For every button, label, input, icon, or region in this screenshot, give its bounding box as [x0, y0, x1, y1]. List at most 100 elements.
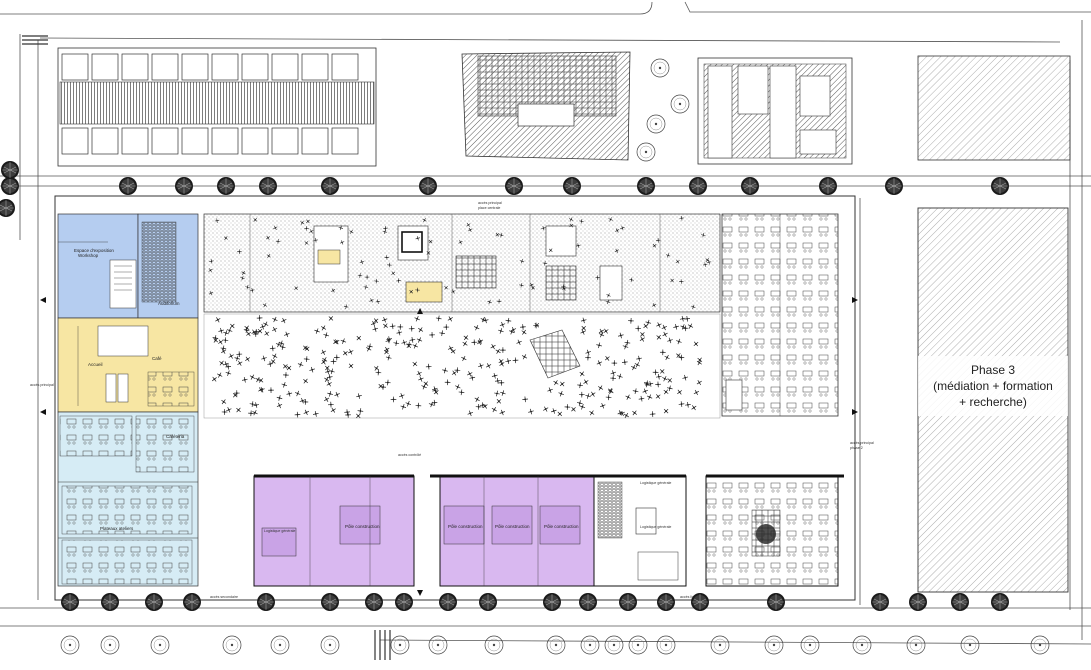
- tree-icon: [118, 176, 138, 196]
- tree-icon: [394, 592, 414, 612]
- tree-icon: [670, 94, 690, 114]
- north-hatched-block: [697, 57, 853, 165]
- tree-icon: [990, 592, 1010, 612]
- access-phase2: phase 2: [850, 446, 863, 450]
- tree-icon: [542, 592, 562, 612]
- tree-icon: [100, 592, 120, 612]
- access-principal-west: accès principal: [30, 383, 54, 387]
- phase3-area: Phase 3 (médiation + formation + recherc…: [917, 207, 1069, 593]
- tree-icon: [562, 176, 582, 196]
- tree-icon: [60, 592, 80, 612]
- north-grid-block: [461, 51, 631, 161]
- tree-icon: [740, 176, 760, 196]
- tree-icon: [100, 635, 120, 655]
- access-arrows: [40, 297, 858, 596]
- label-pole-construction-2: Pôle construction: [448, 524, 483, 529]
- tree-icon: [484, 635, 504, 655]
- tree-icon: [0, 198, 16, 218]
- access-secondaire: accès secondaire: [210, 595, 238, 599]
- tree-icon: [960, 635, 980, 655]
- tree-icon: [764, 635, 784, 655]
- label-cafe: Café: [152, 356, 162, 361]
- tree-icon: [990, 176, 1010, 196]
- tree-icon: [320, 176, 340, 196]
- tree-icon: [0, 176, 20, 196]
- tree-icon: [618, 592, 638, 612]
- tree-icon: [870, 592, 890, 612]
- label-logistique-1: Logistique générale: [264, 529, 295, 533]
- central-plaza: [203, 313, 721, 419]
- tree-icon: [766, 592, 786, 612]
- tree-icon: [478, 592, 498, 612]
- tree-icon: [636, 176, 656, 196]
- tree-icon: [800, 635, 820, 655]
- tree-icon: [364, 592, 384, 612]
- left-wing: [57, 213, 199, 587]
- tree-icon: [222, 635, 242, 655]
- plaza-pergola: [529, 329, 581, 379]
- tree-icon: [258, 176, 278, 196]
- tree-icon: [580, 635, 600, 655]
- access-labels: accès principal place centrale accès pri…: [30, 201, 874, 599]
- tree-icon: [418, 176, 438, 196]
- access-principal-north: accès principal: [478, 201, 502, 205]
- tree-icon: [646, 114, 666, 134]
- tree-icon: [578, 592, 598, 612]
- south-purple-building-2: [430, 474, 595, 587]
- access-place-centrale: place centrale: [478, 206, 500, 210]
- label-auditorium: Auditorium: [158, 301, 180, 306]
- access-livraison: accès livraison: [680, 595, 704, 599]
- tree-icon: [604, 635, 624, 655]
- east-desk-block: [721, 213, 839, 417]
- tree-icon: [174, 176, 194, 196]
- tree-icon: [906, 635, 926, 655]
- north-east-block: [917, 55, 1071, 161]
- tree-icon: [884, 176, 904, 196]
- tree-icon: [546, 635, 566, 655]
- tree-icon: [690, 592, 710, 612]
- tree-icon: [852, 635, 872, 655]
- label-logistique-2: Logistique générale: [640, 481, 671, 485]
- label-accueil: Accueil: [88, 362, 103, 367]
- label-cafeteria: Cafétéria: [166, 434, 185, 439]
- label-plateaux-ateliers: Plateaux ateliers: [100, 526, 134, 531]
- tree-icon: [1030, 635, 1050, 655]
- tree-icon: [656, 635, 676, 655]
- tree-icon: [908, 592, 928, 612]
- tree-icon: [390, 635, 410, 655]
- tree-icon: [656, 592, 676, 612]
- label-pole-construction-1: Pôle construction: [345, 524, 380, 529]
- tree-icon: [320, 592, 340, 612]
- tree-icon: [650, 58, 670, 78]
- crosswalks: [22, 35, 391, 660]
- label-logistique-3: Logistique générale: [640, 525, 671, 529]
- tree-icon: [320, 635, 340, 655]
- south-east-building: [705, 474, 844, 587]
- tree-icon: [950, 592, 970, 612]
- phase3-subtitle: (médiation + formation: [933, 379, 1053, 393]
- label-pole-construction-3: Pôle construction: [495, 524, 530, 529]
- tree-icon: [150, 635, 170, 655]
- label-pole-construction-4: Pôle construction: [544, 524, 579, 529]
- tree-icon: [428, 635, 448, 655]
- room-labels: Espace d'exposition Workshop Auditorium …: [74, 248, 671, 533]
- tree-icon: [60, 635, 80, 655]
- south-purple-building-1: [253, 474, 415, 587]
- tree-icon: [438, 592, 458, 612]
- south-logistics-building: [593, 474, 687, 587]
- access-principal-east: accès principal: [850, 441, 874, 445]
- tree-icon: [270, 635, 290, 655]
- tree-icon: [504, 176, 524, 196]
- tree-icon: [182, 592, 202, 612]
- label-espace-expo: Espace d'exposition: [74, 248, 114, 253]
- tree-icon: [0, 160, 20, 180]
- access-controle: accès contrôlé: [398, 453, 421, 457]
- tree-icon: [144, 592, 164, 612]
- parking-block: [57, 47, 377, 167]
- phase3-title: Phase 3: [971, 363, 1015, 377]
- tree-icon: [636, 142, 656, 162]
- phase3-subtitle-2: + recherche): [959, 395, 1027, 409]
- tree-icon: [818, 176, 838, 196]
